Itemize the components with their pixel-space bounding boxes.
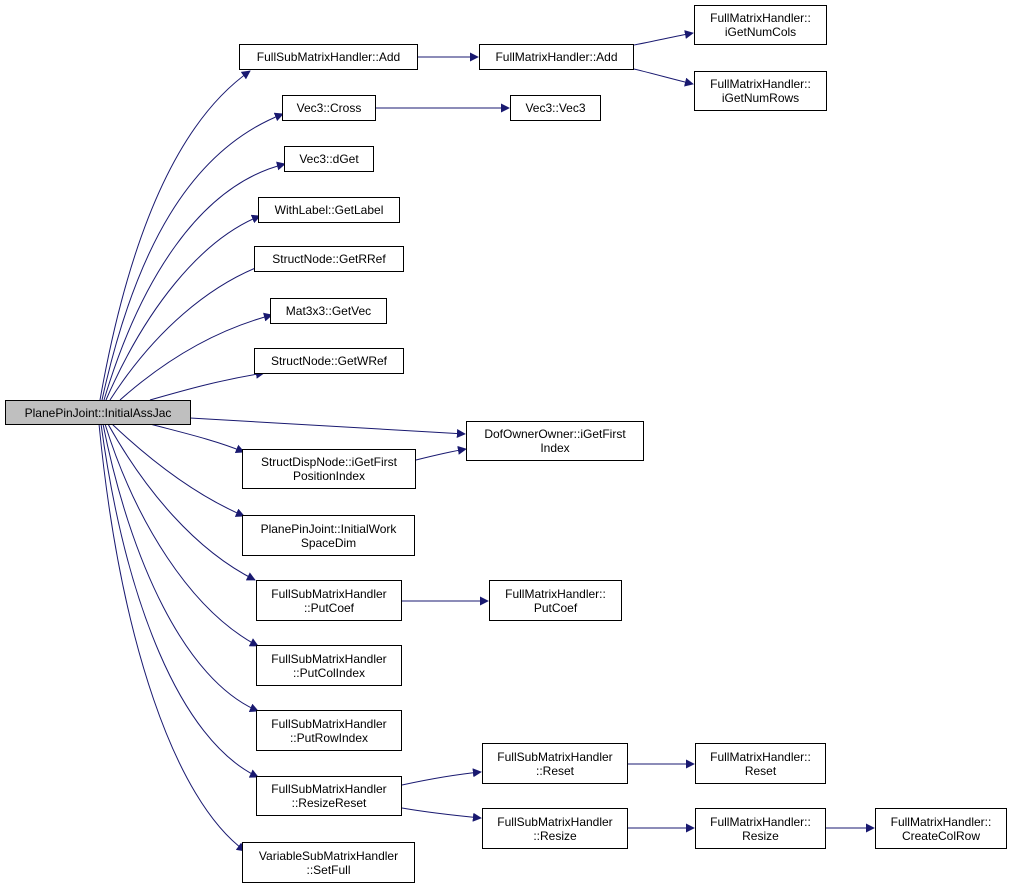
node-root: PlanePinJoint::InitialAssJac [5,400,191,425]
edge-root-to-vec3-cross [101,112,284,401]
edge-structdisp-to-dofowner [415,445,467,461]
node-label: Vec3::dGet [299,152,359,166]
node-vec3-dget[interactable]: Vec3::dGet [284,146,374,172]
edge-root-to-initialworkspace [111,423,245,517]
node-label: FullSubMatrixHandler ::Reset [497,749,613,778]
node-label: FullSubMatrixHandler ::ResizeReset [271,782,387,810]
node-label: FullMatrixHandler:: iGetNumRows [710,77,811,105]
node-label: DofOwnerOwner::iGetFirst Index [484,427,626,455]
edge-root-to-putrowindex [102,423,259,712]
node-fmh-add[interactable]: FullMatrixHandler::Add [479,44,634,70]
edge-fmh-add-to-getnumcols [633,30,694,46]
node-label: Vec3::Vec3 [525,101,586,115]
node-mat3x3-getvec[interactable]: Mat3x3::GetVec [270,298,387,324]
edge-root-to-getwref [149,369,265,401]
node-fmh-getnumcols[interactable]: FullMatrixHandler:: iGetNumCols [694,5,827,45]
node-label: StructNode::GetRRef [272,252,386,266]
edge-root-to-withlabel [105,214,261,401]
node-label: StructNode::GetWRef [270,354,388,368]
edge-root-to-setfull [98,423,246,852]
node-withlabel-getlabel[interactable]: WithLabel::GetLabel [258,197,400,223]
node-vsmh-setfull[interactable]: VariableSubMatrixHandler ::SetFull [242,842,415,883]
node-structdispnode-igetfirstpositionindex[interactable]: StructDispNode::iGetFirst PositionIndex [242,449,416,489]
node-fsmh-resizereset[interactable]: FullSubMatrixHandler ::ResizeReset [256,776,402,816]
edge-root-to-resizereset [100,423,259,778]
node-label: FullSubMatrixHandler ::PutRowIndex [271,716,387,745]
node-fsmh-putrowindex[interactable]: FullSubMatrixHandler ::PutRowIndex [256,710,402,751]
edge-resizereset-to-reset [401,768,482,786]
node-label: FullSubMatrixHandler ::Resize [497,814,613,843]
node-structnode-getrref[interactable]: StructNode::GetRRef [254,246,404,272]
edge-root-to-putcolindex [104,423,259,647]
node-label: FullSubMatrixHandler::Add [256,50,401,64]
node-label: FullMatrixHandler:: iGetNumCols [710,11,811,39]
node-vec3-vec3[interactable]: Vec3::Vec3 [510,95,601,121]
node-label: FullSubMatrixHandler ::PutColIndex [271,651,387,680]
edge-resizereset-to-resize [401,807,482,822]
node-fsmh-add[interactable]: FullSubMatrixHandler::Add [239,44,418,70]
node-label: PlanePinJoint::InitialWork SpaceDim [260,521,397,550]
node-vec3-cross[interactable]: Vec3::Cross [282,95,376,121]
node-label: Vec3::Cross [296,101,362,115]
node-label: Mat3x3::GetVec [285,304,372,318]
node-dofowner-igetfirstindex[interactable]: DofOwnerOwner::iGetFirst Index [466,421,644,461]
edge-root-to-structdisp [149,423,245,454]
node-label: FullSubMatrixHandler ::PutCoef [271,586,387,615]
node-label: FullMatrixHandler:: PutCoef [505,586,606,615]
node-fsmh-reset[interactable]: FullSubMatrixHandler ::Reset [482,743,628,784]
node-fsmh-putcoef[interactable]: FullSubMatrixHandler ::PutCoef [256,580,402,621]
node-fmh-getnumrows[interactable]: FullMatrixHandler:: iGetNumRows [694,71,827,111]
node-fmh-createcolrow[interactable]: FullMatrixHandler:: CreateColRow [875,808,1007,849]
node-planepinjoint-initialworkspacedim[interactable]: PlanePinJoint::InitialWork SpaceDim [242,515,415,556]
node-label: VariableSubMatrixHandler ::SetFull [258,848,399,877]
node-fsmh-putcolindex[interactable]: FullSubMatrixHandler ::PutColIndex [256,645,402,686]
edge-fmh-add-to-getnumrows [633,68,694,87]
edge-root-to-getrref [109,263,264,401]
node-structnode-getwref[interactable]: StructNode::GetWRef [254,348,404,374]
node-label: WithLabel::GetLabel [274,203,384,217]
node-label: FullMatrixHandler:: Resize [710,814,811,843]
edge-root-to-vec3-dget [103,161,286,401]
node-fsmh-resize[interactable]: FullSubMatrixHandler ::Resize [482,808,628,849]
node-fmh-resize[interactable]: FullMatrixHandler:: Resize [695,808,826,849]
node-label: FullMatrixHandler:: Reset [710,749,811,778]
node-label: FullMatrixHandler:: CreateColRow [890,814,992,843]
node-label: PlanePinJoint::InitialAssJac [24,405,172,420]
edge-root-to-putcoef [107,423,256,581]
edge-root-to-fsmh-add [99,70,251,401]
node-label: StructDispNode::iGetFirst PositionIndex [260,455,398,483]
edge-root-to-dofowner [189,417,466,439]
node-fmh-putcoef[interactable]: FullMatrixHandler:: PutCoef [489,580,622,621]
edge-root-to-getvec [119,312,273,401]
node-label: FullMatrixHandler::Add [495,50,618,64]
node-fmh-reset[interactable]: FullMatrixHandler:: Reset [695,743,826,784]
